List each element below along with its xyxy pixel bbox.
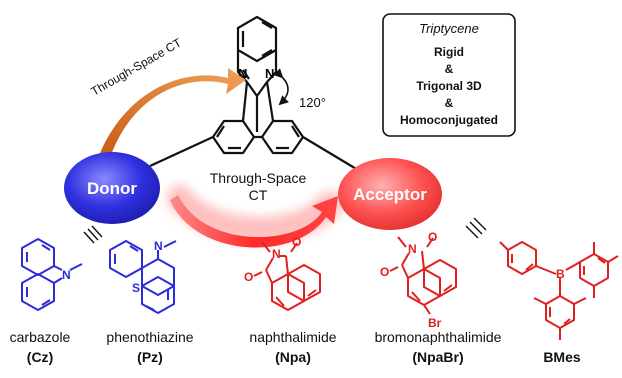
phenothiazine-abbr-group: (Pz) [137, 349, 163, 365]
n-atom-left: N [238, 66, 247, 81]
box-line-amp-2: & [445, 96, 454, 110]
box-line-homoconjugated: Homoconjugated [400, 113, 498, 127]
bromonaphthalimide-structure [389, 236, 457, 315]
boron-atom: B [556, 267, 565, 281]
naphthalimide-o-top: O [292, 235, 301, 249]
phenothiazine-n-atom: N [154, 239, 163, 253]
acceptor-label: Acceptor [353, 185, 427, 204]
naphthalimide-abbr-group: (Npa) [275, 349, 311, 365]
naphthalimide-name: naphthalimide [249, 329, 336, 345]
bromonaphthalimide-abbr-group: (NpaBr) [412, 349, 463, 365]
naphthalimide-structure [253, 241, 321, 311]
naphthalimide-n-atom: N [272, 247, 281, 261]
bromonaphthalimide-o-top: O [428, 230, 437, 244]
phenothiazine-s-atom: S [132, 281, 140, 295]
phenothiazine-name: phenothiazine [106, 329, 193, 345]
box-title: Triptycene [419, 21, 479, 36]
phenothiazine-structure [109, 240, 177, 314]
red-ct-arrow [170, 195, 338, 248]
carbazole-abbr: Cz [31, 349, 48, 365]
angle-label: 120° [299, 95, 326, 110]
carbazole-n-atom: N [62, 268, 71, 282]
box-line-trigonal: Trigonal 3D [416, 79, 482, 93]
through-space-mid-label: Through-Space [210, 170, 307, 186]
bromonaphthalimide-abbr: NpaBr [417, 349, 460, 365]
bromonaphthalimide-name: bromonaphthalimide [375, 329, 502, 345]
bmes-structure [499, 241, 619, 340]
n-atom-right: N [265, 66, 274, 81]
donor-equivalence-mark [83, 225, 103, 244]
bromine-atom: Br [428, 316, 442, 330]
bmes-abbr: BMes [543, 349, 581, 365]
donor-label: Donor [87, 179, 137, 198]
orange-ct-arrow [98, 68, 246, 158]
red-arrow-glow [167, 185, 343, 243]
carbazole-structure [21, 238, 83, 311]
triptycene-box [382, 13, 516, 137]
phenothiazine-abbr: Pz [142, 349, 158, 365]
angle-arrow [273, 68, 289, 106]
acceptor-equivalence-mark [465, 217, 487, 239]
triptycene-structure [149, 15, 369, 177]
through-space-top-label: Through-Space CT [89, 35, 185, 98]
acceptor-sphere [338, 158, 442, 230]
donor-sphere [64, 152, 160, 224]
bromonaphthalimide-o-left: O [380, 265, 389, 279]
carbazole-abbr-group: (Cz) [27, 349, 53, 365]
carbazole-name: carbazole [10, 329, 71, 345]
naphthalimide-o-left: O [244, 270, 253, 284]
bromonaphthalimide-n-atom: N [408, 242, 417, 256]
box-line-amp-1: & [445, 62, 454, 76]
naphthalimide-abbr: Npa [280, 349, 307, 365]
box-line-rigid: Rigid [434, 45, 464, 59]
through-space-mid-ct: CT [249, 187, 268, 203]
